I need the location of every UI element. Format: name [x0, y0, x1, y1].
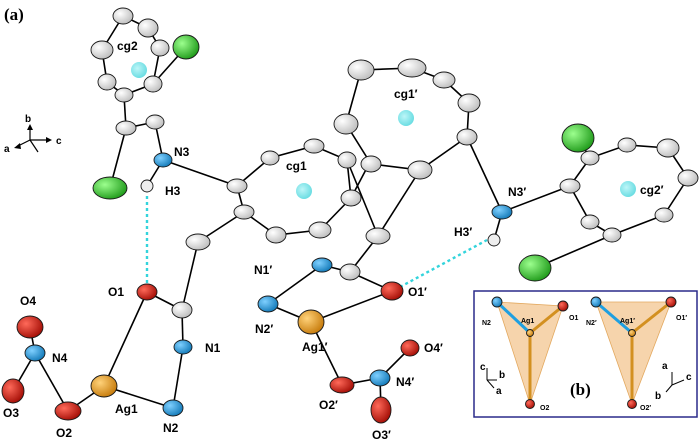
label-Ag1p: Ag1′	[302, 340, 328, 354]
nitrogen-atom	[491, 204, 513, 220]
inset-axis-c-right: c	[686, 372, 692, 383]
panel-a-label: (a)	[4, 5, 24, 24]
chlorine-atom	[561, 123, 595, 153]
label-O3: O3	[3, 406, 19, 420]
label-O2p: O2′	[319, 398, 338, 412]
inset-axis-a-right: a	[662, 361, 668, 372]
oxygen-atom	[329, 376, 355, 394]
label-O4p: O4′	[424, 341, 443, 355]
oxygen-atom	[370, 396, 392, 424]
label-O4: O4	[20, 294, 36, 308]
label-H3: H3	[165, 184, 181, 198]
silver-atom	[90, 374, 118, 398]
centroid-cg2	[131, 62, 147, 78]
label-N4: N4	[52, 351, 68, 365]
nitrogen-atom	[257, 295, 279, 313]
inset-label-Ag1p: Ag1′	[620, 318, 635, 325]
hydrogen-atom	[140, 179, 154, 193]
atom-labels: cg2 N3 H3 cg1 O1 N1 N2 Ag1 O4 N4 O3 O2 c…	[3, 39, 664, 442]
label-H3p: H3′	[454, 225, 472, 239]
hydrogen-atom	[487, 233, 501, 247]
label-cg2: cg2	[117, 39, 138, 53]
label-N2p: N2′	[255, 322, 273, 336]
inset-label-N2: N2	[482, 320, 491, 327]
centroid-cg1	[296, 183, 312, 199]
label-N2: N2	[163, 421, 179, 435]
oxygen-atom	[400, 339, 420, 357]
inset-label-O2p: O2′	[640, 405, 651, 412]
inset-axis-c-left: c	[480, 362, 486, 373]
nitrogen-atom	[173, 339, 193, 355]
axis-b: b	[25, 114, 31, 125]
nitrogen-atom	[162, 399, 184, 417]
label-cg2p: cg2′	[640, 183, 664, 197]
label-O1: O1	[108, 285, 124, 299]
inset-label-N2p: N2′	[586, 320, 597, 327]
nitrogen-atom	[153, 152, 173, 168]
label-O2: O2	[56, 426, 72, 440]
hbond-right	[399, 238, 488, 289]
label-Ag1: Ag1	[115, 402, 138, 416]
chlorine-atom	[92, 176, 128, 200]
label-N1p: N1′	[254, 263, 272, 277]
panel-b-label: (b)	[570, 380, 591, 399]
inset-label-O1p: O1′	[676, 315, 687, 322]
axis-a: a	[4, 144, 10, 155]
inset-label-O1: O1	[569, 315, 578, 322]
oxygen-atom	[1, 378, 25, 404]
label-cg1: cg1	[286, 159, 307, 173]
oxygen-atom	[380, 281, 404, 301]
nitrogen-atom	[311, 257, 333, 273]
label-N3p: N3′	[508, 185, 526, 199]
label-N3: N3	[174, 145, 190, 159]
centroid-cg1p	[398, 110, 414, 126]
axes-indicator-a: b a c	[4, 114, 62, 155]
silver-atom	[297, 309, 325, 335]
inset-label-O2: O2	[540, 405, 549, 412]
label-N1: N1	[205, 341, 221, 355]
label-O3p: O3′	[372, 428, 391, 442]
inset-axis-a-left: a	[496, 386, 502, 397]
chlorine-atom	[172, 34, 200, 60]
nitrogen-atom	[24, 344, 46, 362]
oxygen-atom	[136, 283, 158, 301]
centroid-cg2p	[620, 181, 636, 197]
inset-panel-b: N2 Ag1 O1 O2 N2′ Ag1′ O1′ O2′ c b a a b …	[473, 290, 698, 418]
axis-c: c	[56, 136, 62, 147]
atoms	[1, 7, 699, 424]
chlorine-atom	[518, 254, 552, 282]
label-O1p: O1′	[408, 285, 427, 299]
inset-axis-b-right: b	[655, 391, 661, 402]
inset-label-Ag1: Ag1	[521, 318, 534, 325]
label-cg1p: cg1′	[394, 87, 418, 101]
oxygen-atom	[54, 401, 82, 421]
inset-axis-b-left: b	[499, 370, 505, 381]
nitrogen-atom	[369, 369, 391, 387]
oxygen-atom	[16, 315, 44, 339]
label-N4p: N4′	[396, 375, 414, 389]
